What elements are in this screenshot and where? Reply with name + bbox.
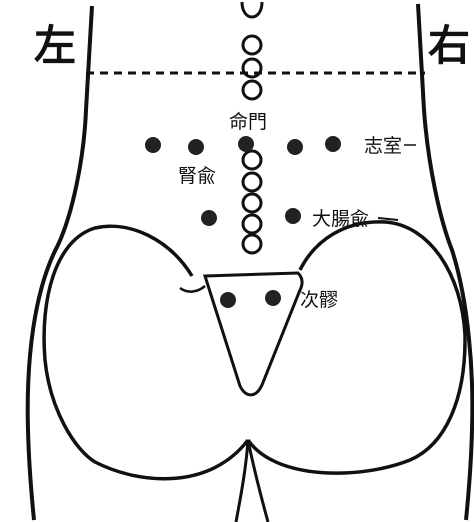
vertebra — [243, 173, 261, 191]
acupoint-ciliao-right — [265, 290, 281, 306]
sacrum-hook — [180, 286, 205, 292]
vertebra — [243, 194, 261, 212]
vertebra-top — [242, 2, 262, 17]
zhishi-label: 志室 — [364, 135, 402, 157]
dachangshu-label: 大腸兪 — [312, 208, 369, 230]
right-side-label: 右 — [428, 21, 470, 70]
acupoint-ciliao-left — [220, 292, 236, 308]
acupoint-zhishi-right — [325, 136, 341, 152]
sacrum-outline — [205, 273, 302, 395]
left-side-label: 左 — [34, 21, 76, 70]
vertebra — [243, 215, 261, 233]
vertebra — [243, 81, 261, 99]
vertebra — [243, 36, 261, 54]
buttock-right — [248, 222, 465, 473]
shenshu-label: 腎兪 — [178, 165, 216, 187]
vertebra — [243, 151, 261, 169]
acupoint-dachangshu-right — [285, 208, 301, 224]
dachangshu-leader — [378, 218, 398, 220]
acupoint-shenshu-right — [287, 139, 303, 155]
buttock-left — [44, 226, 248, 479]
acupoint-dachangshu-left — [201, 210, 217, 226]
ciliao-label: 次髎 — [300, 289, 338, 311]
vertebra — [243, 235, 261, 253]
acupoint-zhishi-left — [145, 137, 161, 153]
acupoint-shenshu-left — [188, 139, 204, 155]
mingmen-label: 命門 — [229, 111, 267, 133]
vertebra — [243, 59, 261, 77]
acupoint-mingmen — [238, 136, 254, 152]
